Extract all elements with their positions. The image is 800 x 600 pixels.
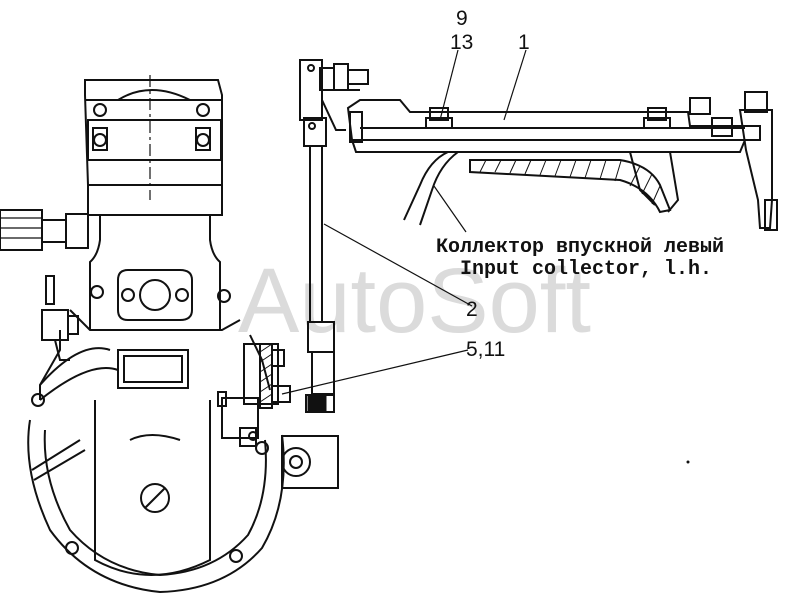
- callout-1: 1: [518, 31, 530, 54]
- housing-bolts: [31, 393, 269, 563]
- bracket-linkage: [299, 59, 369, 413]
- callout-5-11: 5,11: [466, 338, 505, 361]
- stray-dot: [686, 460, 690, 464]
- center-flange: [90, 269, 231, 321]
- callout-2: 2: [466, 298, 478, 321]
- right-plug: [281, 435, 339, 489]
- left-inlet-pipe: [0, 209, 89, 251]
- callout-13: 13: [450, 31, 473, 54]
- manifold-bolts: [425, 107, 671, 129]
- watermark-text: AutoSoft: [238, 250, 591, 352]
- cap-bolts: [92, 103, 211, 151]
- intake-manifold: [346, 91, 778, 231]
- caption-en: Input collector, l.h.: [460, 258, 712, 281]
- left-fitting: [41, 275, 79, 361]
- caption-ru: Коллектор впускной левый: [436, 236, 724, 259]
- callout-9: 9: [456, 7, 468, 30]
- leader-lines: [281, 49, 527, 395]
- clamp-bracket: [217, 343, 291, 447]
